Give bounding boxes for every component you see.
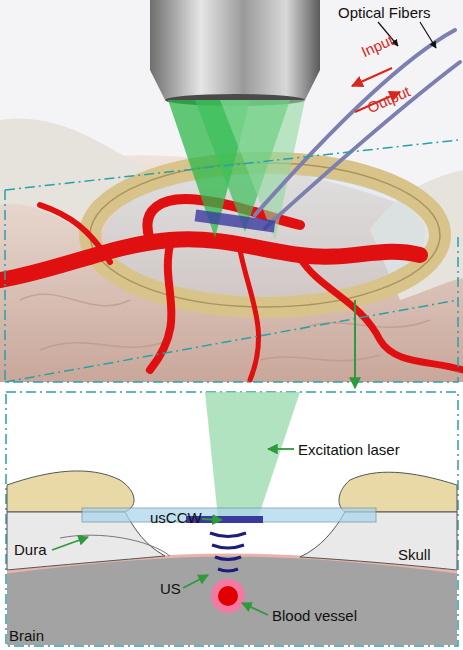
usccw-chip bbox=[195, 209, 276, 232]
optical-fibers bbox=[255, 30, 460, 228]
skull-left-top bbox=[7, 471, 134, 512]
usccw-window bbox=[82, 508, 376, 522]
ultrasound-waves bbox=[210, 533, 246, 571]
dura-line bbox=[60, 535, 170, 556]
part-label: US bbox=[160, 580, 181, 597]
part-label: Excitation laser bbox=[298, 441, 400, 458]
objective-barrel bbox=[150, 0, 320, 70]
fiber-pointer bbox=[420, 22, 436, 48]
vessel-halo bbox=[211, 579, 245, 613]
section-box bbox=[6, 392, 458, 646]
skull-right-top bbox=[339, 472, 457, 512]
part-label: usCCW bbox=[150, 509, 202, 526]
part-label: Skull bbox=[398, 546, 431, 563]
input-arrow bbox=[352, 68, 392, 86]
blood-vessels bbox=[0, 199, 463, 380]
excitation-beam bbox=[205, 392, 300, 518]
top-background bbox=[0, 0, 463, 382]
leader-lines bbox=[52, 449, 294, 615]
part-label: Dura bbox=[14, 541, 47, 558]
section-plane bbox=[5, 140, 458, 382]
part-label: Brain bbox=[9, 627, 44, 644]
part-label: Blood vessel bbox=[272, 607, 357, 624]
section-arrow bbox=[354, 300, 356, 388]
blood-vessel bbox=[218, 586, 238, 606]
part-label: Optical Fibers bbox=[338, 4, 431, 21]
brain-section bbox=[7, 555, 457, 645]
